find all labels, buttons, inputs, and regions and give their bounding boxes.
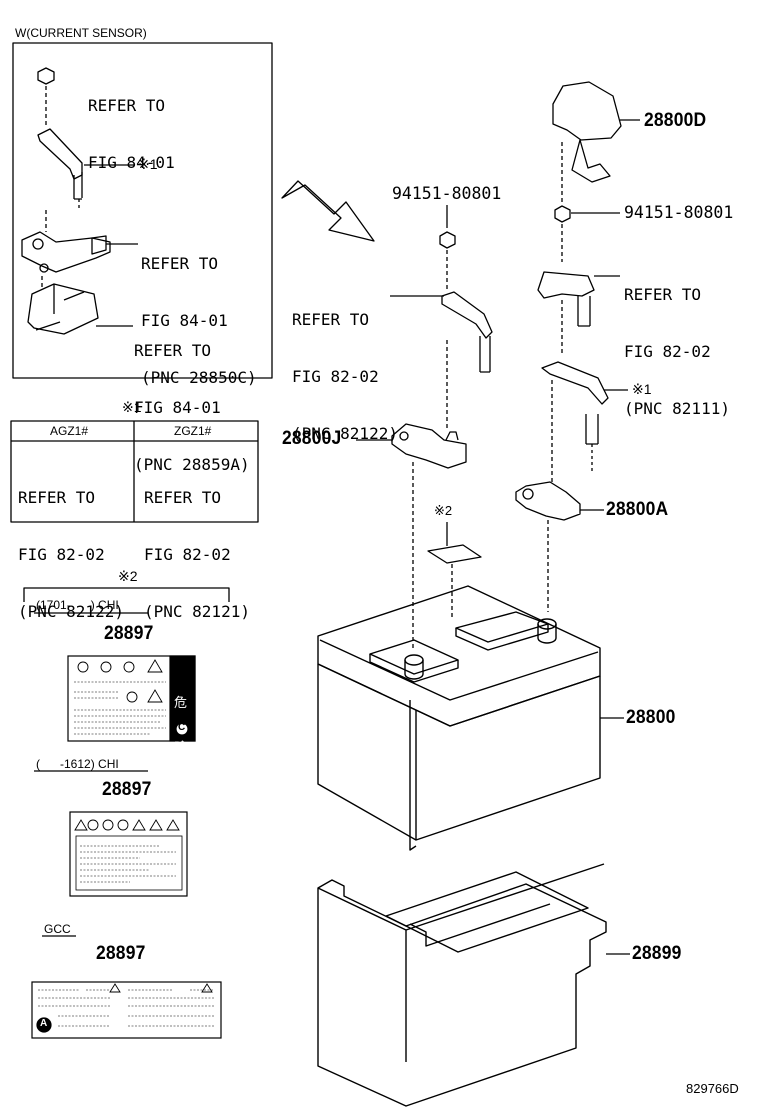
note2-mark: ※2 [118,568,138,584]
part-28800d[interactable]: 28800D [644,110,707,131]
part-94151-80801-right[interactable]: 94151-80801 [624,203,734,222]
table-cell-zgz1: REFER TO FIG 82-02 (PNC 82121) [144,450,250,640]
direction-arrow [281,180,375,242]
badge-c: C [178,722,186,733]
ref-line: REFER TO [144,488,222,507]
note1-table-mark: ※1 [122,399,142,415]
warning-label-c [31,981,222,1039]
ref-84-01-28859a: REFER TO FIG 84-01 (PNC 28859A) [134,303,250,493]
note1-mark-bracket: ※1 [632,381,652,397]
ref-line: (PNC 82122) [18,602,124,621]
ref-line: (PNC 28850C) [141,368,257,387]
ref-84-01-28850c: REFER TO FIG 84-01 (PNC 28850C) [141,216,257,406]
ref-line: FIG 84-01 [88,153,175,172]
ref-line: (PNC 28859A) [134,455,250,474]
warning-label-a [67,655,196,742]
current-sensor-title: W(CURRENT SENSOR) [15,26,147,40]
kanji-line: 危 [174,696,188,711]
label-a-range: (1701- ) CHI [36,598,119,612]
ref-line: REFER TO [88,96,166,115]
label-a-part-number: 28897 [104,623,154,644]
ref-line: (PNC 82122) [292,424,398,443]
table-header-zgz1: ZGZ1# [174,424,212,438]
ref-line: (PNC 82121) [144,602,250,621]
part-28800a[interactable]: 28800A [606,499,669,520]
ref-line: REFER TO [18,488,96,507]
part-28899[interactable]: 28899 [632,943,682,964]
note1-mark-sensor: ※1 [138,156,158,172]
warning-kanji: 危 険 [174,666,187,771]
ref-line: FIG 82-02 [624,342,711,361]
label-b-part-number: 28897 [102,779,152,800]
label-c-part-number: 28897 [96,943,146,964]
current-sensor-frame [12,42,273,379]
ref-82-02-82122: REFER TO FIG 82-02 (PNC 82122) [292,272,398,462]
ref-line: REFER TO [134,341,212,360]
ref-82-02-82111: REFER TO FIG 82-02 (PNC 82111) [624,247,730,437]
badge-a: A [40,1018,48,1029]
battery-tray [317,863,607,1107]
battery-body [317,585,601,851]
table-header-agz1: AGZ1# [50,424,89,438]
ref-line: FIG 84-01 [141,311,228,330]
note2-bracket [23,587,230,602]
part-94151-80801-left[interactable]: 94151-80801 [392,184,502,203]
ref-line: REFER TO [624,285,702,304]
note2-mark-label: ※2 [434,503,453,518]
ref-line: FIG 84-01 [134,398,221,417]
kanji-line: 険 [174,741,188,756]
figure-id: 829766D [686,1081,739,1096]
ref-84-01-nut: REFER TO FIG 84-01 [88,58,175,191]
label-c-range: GCC [44,922,71,936]
warning-label-b [69,811,188,897]
ref-line: FIG 82-02 [18,545,105,564]
part-28800j[interactable]: 28800J [282,428,342,449]
ref-line: FIG 82-02 [144,545,231,564]
ref-line: REFER TO [141,254,219,273]
label-plate-small [427,544,482,564]
table-cell-agz1: REFER TO FIG 82-02 (PNC 82122) [18,450,124,640]
label-b-range: ( -1612) CHI [36,757,119,771]
ref-line: REFER TO [292,310,370,329]
ref-line: FIG 82-02 [292,367,379,386]
part-28800[interactable]: 28800 [626,707,676,728]
ref-line: (PNC 82111) [624,399,730,418]
